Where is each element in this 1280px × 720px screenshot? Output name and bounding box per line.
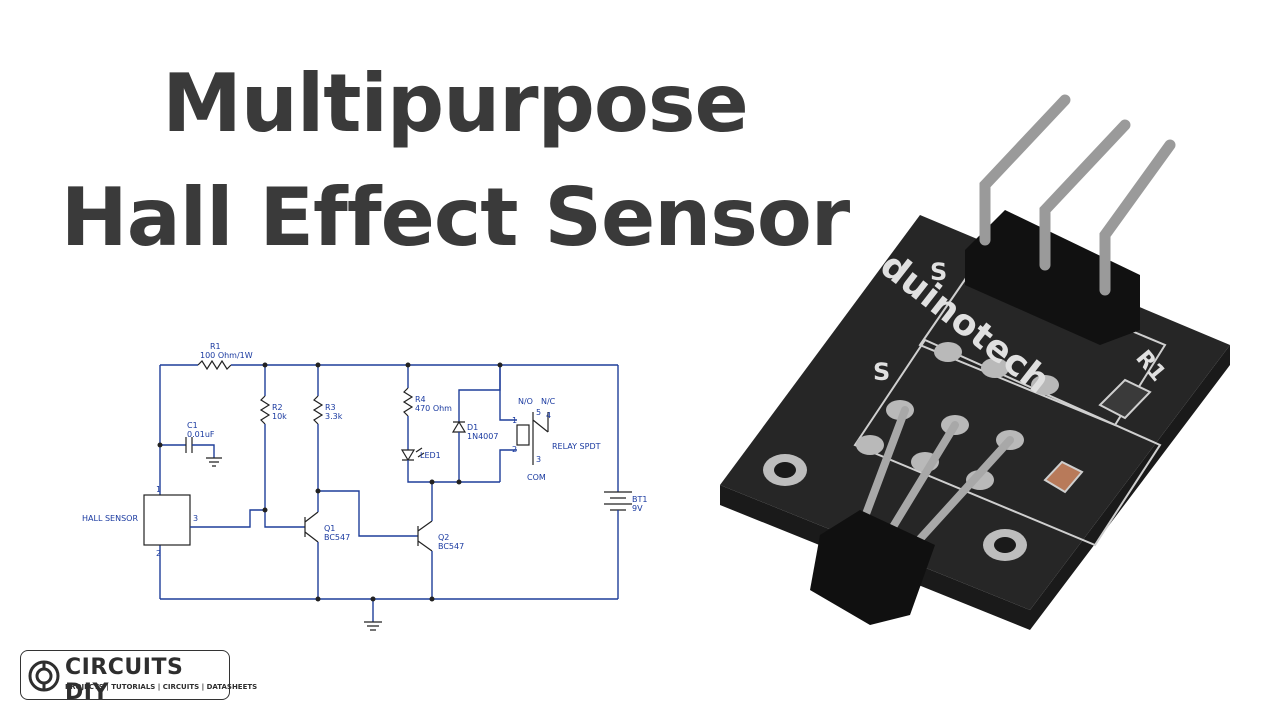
logo-tagline: PROJECTS | TUTORIALS | CIRCUITS | DATASH… xyxy=(65,683,258,691)
relay-pin-3: 3 xyxy=(536,455,541,464)
relay-pin-2: 2 xyxy=(512,445,517,454)
sensor-pin-3: 3 xyxy=(193,514,198,523)
header-pins xyxy=(979,94,1176,296)
relay-switch xyxy=(532,412,549,465)
r2-label: R2 xyxy=(272,403,283,412)
pin-s-board-label: S xyxy=(873,358,890,386)
d1-value: 1N4007 xyxy=(467,432,498,441)
title-line-1: Multipurpose xyxy=(162,57,748,150)
bt1-value: 9V xyxy=(632,504,643,513)
c1-ground-icon xyxy=(206,457,222,467)
relay-com-label: COM xyxy=(527,473,546,482)
r2-wire-bottom xyxy=(264,424,305,528)
hall-sensor-box xyxy=(143,494,191,546)
relay-pin-1: 1 xyxy=(512,416,517,425)
junction-dots xyxy=(157,362,503,602)
r1-label: R1 xyxy=(210,342,221,351)
c1-label: C1 xyxy=(187,421,198,430)
sensor-pin-1: 1 xyxy=(156,485,161,494)
title-line-2: Hall Effect Sensor xyxy=(60,171,851,264)
d1-wire xyxy=(458,365,501,422)
relay-nc-label: N/C xyxy=(541,397,556,406)
r3-resistor xyxy=(312,395,324,425)
circuit-schematic: R1 100 Ohm/1W C1 0.01uF R2 10k R3 3.3k R… xyxy=(82,342,647,631)
q2-label: Q2 xyxy=(438,533,449,542)
hall-sensor-module-photo: duinotech S S R1 xyxy=(720,94,1230,630)
sensor-pin-2: 2 xyxy=(156,549,161,558)
q2-value: BC547 xyxy=(438,542,464,551)
circuits-diy-logo: CIRCUITS DIY PROJECTS | TUTORIALS | CIRC… xyxy=(20,650,257,705)
board-edge xyxy=(720,345,1230,630)
bt1-label: BT1 xyxy=(632,495,647,504)
q1-label: Q1 xyxy=(324,524,335,533)
r4-value: 470 Ohm xyxy=(415,404,452,413)
led-wire-bottom xyxy=(407,460,500,483)
circuit-gear-icon xyxy=(28,660,60,692)
sensor-out-wire xyxy=(190,509,265,528)
battery-symbol xyxy=(604,491,632,511)
q1-value: BC547 xyxy=(324,533,350,542)
relay-label: RELAY SPDT xyxy=(552,442,601,451)
relay-no-label: N/O xyxy=(518,397,533,406)
relay-coil-wire-2 xyxy=(499,449,517,482)
relay-coil xyxy=(516,424,530,446)
ground-icon xyxy=(364,621,382,631)
hall-sensor-body xyxy=(810,510,935,625)
pin-s-top-label: S xyxy=(930,258,947,286)
r4-resistor xyxy=(402,387,414,417)
sensor-leads xyxy=(856,406,1014,554)
smd-led xyxy=(1043,460,1084,494)
pin-header xyxy=(965,210,1140,345)
q1-transistor xyxy=(304,511,319,543)
c1-value: 0.01uF xyxy=(187,430,215,439)
r1-value: 100 Ohm/1W xyxy=(200,351,253,360)
r2-value: 10k xyxy=(272,412,287,421)
relay-pin-5: 5 xyxy=(536,408,541,417)
c1-capacitor xyxy=(185,437,193,453)
q2-transistor xyxy=(417,520,433,552)
relay-coil-wire xyxy=(499,365,517,421)
relay-pin-4: 4 xyxy=(546,411,551,420)
smd-resistor xyxy=(1098,378,1152,420)
r3-wire-bottom xyxy=(317,424,418,537)
r2-resistor xyxy=(259,395,271,425)
r1-resistor xyxy=(197,359,232,371)
logo-brand: CIRCUITS DIY xyxy=(65,655,184,705)
d1-diode xyxy=(451,420,467,433)
c1-ground-wire xyxy=(192,444,215,458)
led-label: LED1 xyxy=(420,451,441,460)
r4-label: R4 xyxy=(415,395,426,404)
hall-sensor-label: HALL SENSOR xyxy=(82,514,138,523)
r3-value: 3.3k xyxy=(325,412,343,421)
silkscreen xyxy=(853,338,1162,547)
d1-label: D1 xyxy=(467,423,478,432)
r3-label: R3 xyxy=(325,403,336,412)
